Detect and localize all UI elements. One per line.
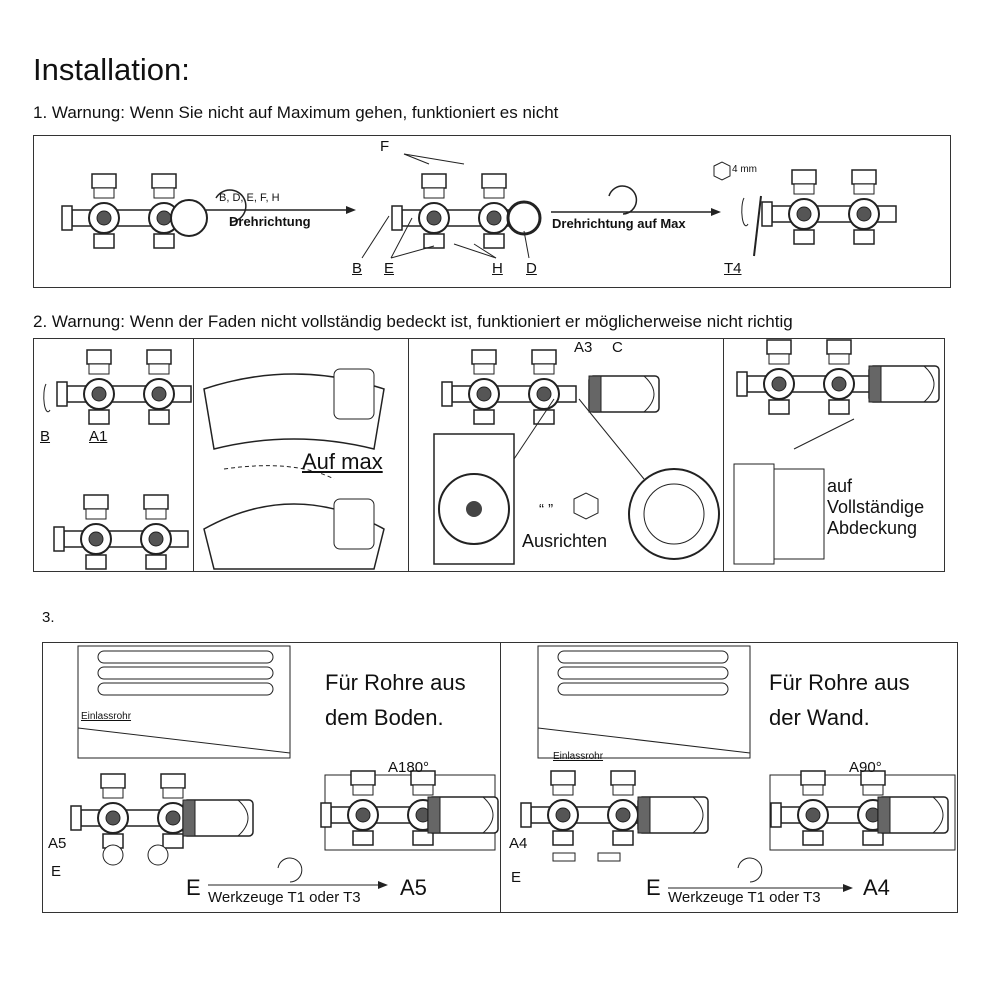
left-tools-label: Werkzeuge T1 oder T3 xyxy=(208,889,361,906)
hex-quote: “ ” xyxy=(539,501,554,518)
coverage-label: auf Vollständige Abdeckung xyxy=(827,476,925,538)
step1-heading: 1. Warnung: Wenn Sie nicht auf Maximum g… xyxy=(33,103,559,122)
label-e: E xyxy=(384,260,395,277)
label-a3: A3 xyxy=(574,339,593,356)
left-a5-label: A5 xyxy=(48,835,67,852)
label-t4: T4 xyxy=(724,260,742,277)
right-e-label: E xyxy=(511,869,522,886)
left-instruction-from: E xyxy=(186,875,201,900)
ausrichten-label: Ausrichten xyxy=(522,531,608,551)
label-h: H xyxy=(492,260,503,277)
label-c: C xyxy=(612,339,623,356)
step1-parts-label: B, D, E, F, H xyxy=(219,192,280,204)
label-d: D xyxy=(526,260,537,277)
right-angle-label: A90° xyxy=(849,759,882,776)
auf-max-label: Auf max xyxy=(302,449,383,474)
page-title: Installation: xyxy=(33,52,190,87)
left-angle-label: A180° xyxy=(388,759,430,776)
right-instruction-from: E xyxy=(646,875,661,900)
label-a1: A1 xyxy=(89,428,108,445)
step3-number: 3. xyxy=(42,609,55,626)
step1-diagram xyxy=(34,153,950,259)
left-inlet-label: Einlassrohr xyxy=(81,711,132,722)
right-tools-label: Werkzeuge T1 oder T3 xyxy=(668,889,821,906)
right-a4-label: A4 xyxy=(509,835,528,852)
left-instruction-to: A5 xyxy=(400,875,427,900)
step1-max-label: Drehrichtung auf Max xyxy=(552,216,686,231)
label-f: F xyxy=(380,138,390,155)
step1-panel: B, D, E, F, H Drehrichtung F B E H D Dre… xyxy=(33,135,951,288)
hex-size-label: 4 mm xyxy=(732,164,757,175)
left-e-label: E xyxy=(51,863,62,880)
step2-diagram xyxy=(43,339,940,570)
step3-diagram xyxy=(43,645,956,892)
right-instruction-to: A4 xyxy=(863,875,890,900)
step2-panel: B A1 Auf max A3 C “ ” Ausrichten auf Vol… xyxy=(33,338,945,572)
label-b: B xyxy=(352,260,363,277)
label-b2: B xyxy=(40,428,51,445)
step1-rotation-label: Drehrichtung xyxy=(229,214,311,229)
right-inlet-label: Einlassrohr xyxy=(553,751,604,762)
step2-heading: 2. Warnung: Wenn der Faden nicht vollstä… xyxy=(33,312,793,331)
